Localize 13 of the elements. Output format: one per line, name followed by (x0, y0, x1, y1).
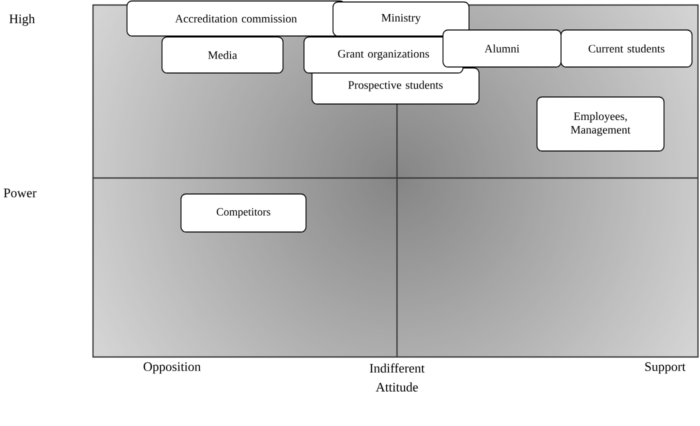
axis-label: Power (4, 188, 36, 198)
stakeholder-box: Accreditation commission (126, 0, 346, 36)
axis-label: Attitude (376, 382, 418, 392)
axis-label: High (9, 14, 35, 26)
stakeholder-box: Employees, Management (536, 96, 664, 152)
stakeholder-box: Alumni (442, 30, 562, 68)
axis-label: Indifferent (370, 363, 425, 373)
stakeholder-box: Current students (560, 30, 692, 68)
stakeholder-box: Ministry (332, 2, 470, 36)
axis-label: Opposition (144, 362, 201, 374)
axis-label: Support (645, 362, 686, 374)
stakeholder-box: Competitors (180, 194, 306, 232)
stakeholder-box: Media (162, 36, 284, 74)
